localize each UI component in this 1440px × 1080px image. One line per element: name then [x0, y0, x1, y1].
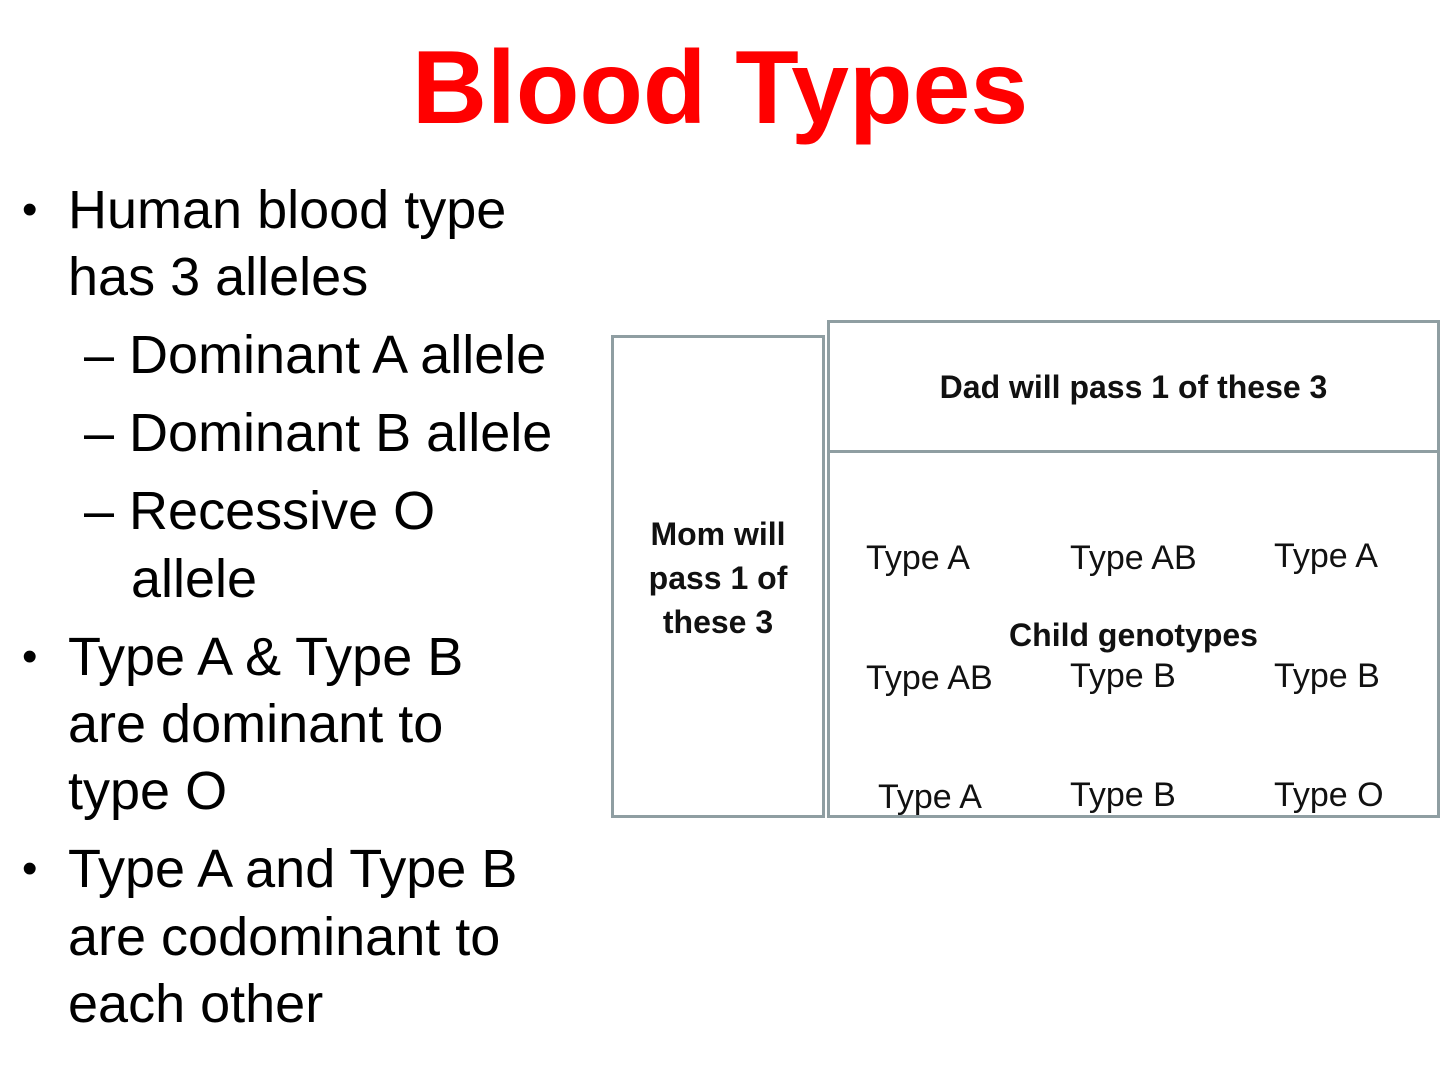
- child-grid-box: [827, 450, 1440, 818]
- grid-cell: Type A: [1274, 537, 1378, 575]
- grid-cell: Type B: [1274, 657, 1380, 695]
- bullet-marker: •: [22, 185, 38, 234]
- bullet-3-line-2: are codominant to: [68, 907, 501, 967]
- bullet-marker: •: [22, 632, 38, 681]
- mom-label-line-3: these 3: [662, 604, 774, 640]
- bullet-2-line-3: type O: [68, 761, 228, 821]
- mom-label-line-2: pass 1 of: [648, 560, 788, 596]
- bullet-1-line-2: has 3 alleles: [68, 247, 369, 307]
- bullet-list: • Human blood type has 3 alleles – Domin…: [0, 0, 600, 1080]
- bullet-3-line-3: each other: [68, 974, 324, 1034]
- grid-cell: Type B: [1070, 657, 1176, 695]
- bullet-2-line-2: are dominant to: [68, 694, 444, 754]
- grid-cell: Type AB: [866, 659, 993, 697]
- sub-bullet-dominant-b: – Dominant B allele: [84, 403, 553, 463]
- child-genotypes-label: Child genotypes: [1009, 617, 1258, 653]
- bullet-marker: •: [22, 844, 38, 893]
- bullet-1-line-1: Human blood type: [68, 180, 507, 240]
- mom-box: [611, 335, 825, 818]
- sub-bullet-recessive-o-line-1: – Recessive O: [84, 481, 436, 541]
- dad-label: Dad will pass 1 of these 3: [939, 369, 1328, 405]
- sub-bullet-recessive-o-line-2: allele: [131, 549, 258, 609]
- grid-cell: Type A: [878, 778, 982, 816]
- bullet-2-line-1: Type A & Type B: [68, 627, 464, 687]
- grid-cell: Type AB: [1070, 539, 1197, 577]
- grid-cell: Type A: [866, 539, 970, 577]
- slide-title: Blood Types: [411, 30, 1029, 146]
- sub-bullet-dominant-a: – Dominant A allele: [84, 325, 547, 385]
- grid-cell: Type B: [1070, 776, 1176, 814]
- grid-cell: Type O: [1274, 776, 1384, 814]
- bullet-3-line-1: Type A and Type B: [68, 839, 518, 899]
- mom-label-line-1: Mom will: [650, 516, 786, 552]
